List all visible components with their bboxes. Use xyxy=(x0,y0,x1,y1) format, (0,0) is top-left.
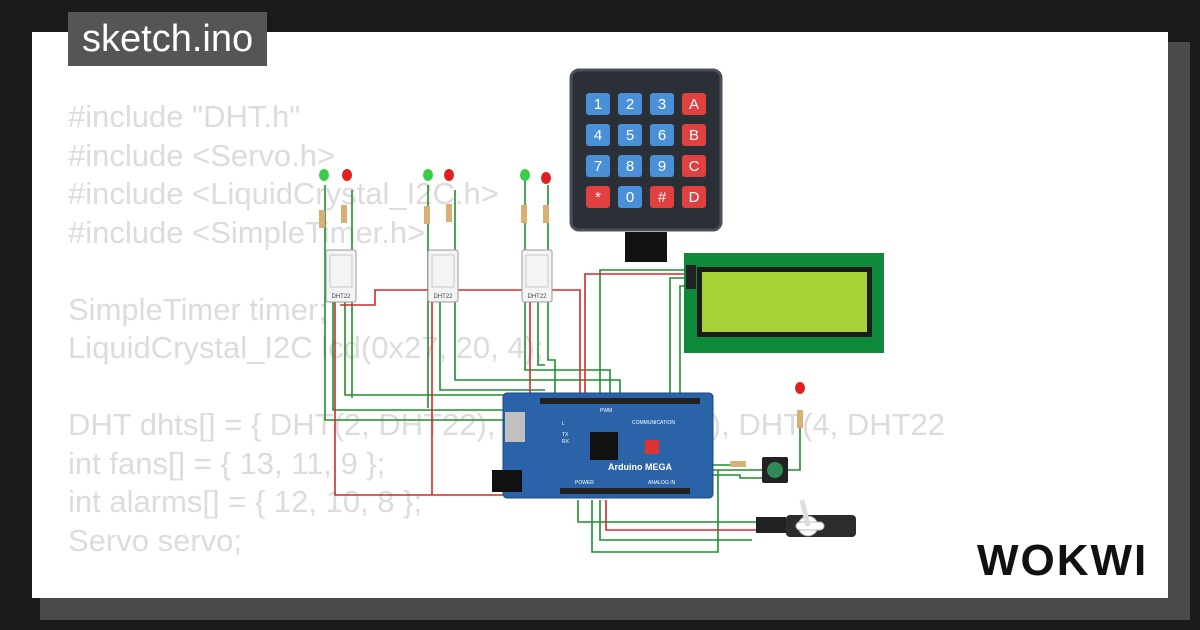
logo-text: WOKWI xyxy=(977,536,1148,583)
keypad-key[interactable]: D xyxy=(682,186,706,208)
keypad-key-label: 1 xyxy=(594,96,602,113)
code-line: int fans[] = { 13, 11, 9 }; xyxy=(68,445,386,481)
reset-button[interactable] xyxy=(645,440,659,454)
keypad-key[interactable]: 0 xyxy=(618,186,642,208)
lcd-display[interactable] xyxy=(684,253,884,353)
led-rx-label: RX xyxy=(562,439,570,445)
file-tab[interactable]: sketch.ino xyxy=(68,12,268,66)
sensor-label: DHT22 xyxy=(527,294,547,300)
keypad-key-label: 8 xyxy=(626,158,634,175)
keypad-key[interactable]: 4 xyxy=(586,124,610,146)
keypad-key-label: * xyxy=(595,189,601,206)
keypad-key[interactable]: 9 xyxy=(650,155,674,177)
code-line: #include <SimpleTimer.h> xyxy=(68,214,426,250)
power-label: POWER xyxy=(575,480,594,486)
keypad-key[interactable]: A xyxy=(682,93,706,115)
keypad-key-label: B xyxy=(689,127,699,144)
keypad-key[interactable]: 6 xyxy=(650,124,674,146)
microcontroller-chip xyxy=(590,432,618,460)
usb-port xyxy=(505,412,525,442)
arduino-mega[interactable]: Arduino MEGA COMMUNICATION ANALOG IN PWM… xyxy=(492,392,714,499)
keypad-key[interactable]: 1 xyxy=(586,93,610,115)
keypad-key[interactable]: 2 xyxy=(618,93,642,115)
keypad-key-label: C xyxy=(689,158,700,175)
keypad-key[interactable]: 8 xyxy=(618,155,642,177)
keypad[interactable]: 1 2 3 A 4 5 6 B 7 8 9 C * 0 # D xyxy=(569,68,723,262)
code-line: SimpleTimer timer; xyxy=(68,291,327,327)
keypad-key[interactable]: 3 xyxy=(650,93,674,115)
code-line: Servo servo; xyxy=(68,522,243,558)
keypad-key[interactable]: C xyxy=(682,155,706,177)
keypad-key-label: # xyxy=(658,189,667,206)
led-l-label: L xyxy=(562,421,565,427)
keypad-key-label: 9 xyxy=(658,158,666,175)
keypad-key[interactable]: 7 xyxy=(586,155,610,177)
sensor-label: DHT22 xyxy=(331,294,351,300)
led-group-1 xyxy=(319,169,352,228)
keypad-key-label: A xyxy=(689,96,699,113)
dht22-sensor-1[interactable]: DHT22 xyxy=(325,249,357,303)
code-line: #include <Servo.h> xyxy=(68,137,336,173)
alarm-led xyxy=(795,382,805,428)
keypad-key[interactable]: # xyxy=(650,186,674,208)
resistor xyxy=(730,461,746,467)
power-jack xyxy=(492,470,522,492)
pwm-label: PWM xyxy=(600,408,612,414)
board-name: Arduino MEGA xyxy=(608,462,672,472)
led-group-3 xyxy=(520,169,551,223)
code-line: int alarms[] = { 12, 10, 8 }; xyxy=(68,484,423,519)
keypad-key-label: 5 xyxy=(626,127,634,144)
keypad-key-label: 4 xyxy=(594,127,602,144)
keypad-key[interactable]: * xyxy=(586,186,610,208)
lcd-screen xyxy=(702,272,867,332)
sensor-label: DHT22 xyxy=(433,294,453,300)
keypad-key-label: D xyxy=(689,189,700,206)
keypad-connector xyxy=(625,232,667,262)
keypad-key-label: 6 xyxy=(658,127,666,144)
servo-motor[interactable] xyxy=(756,499,856,537)
keypad-key-label: 3 xyxy=(658,96,666,113)
led-group-2 xyxy=(423,169,454,224)
push-button[interactable] xyxy=(762,457,788,483)
code-line: #include "DHT.h" xyxy=(68,99,301,134)
keypad-key[interactable]: B xyxy=(682,124,706,146)
keypad-key-label: 7 xyxy=(594,158,602,175)
wokwi-logo: WOKWI xyxy=(977,536,1148,583)
keypad-key-label: 0 xyxy=(626,189,634,206)
keypad-keys[interactable]: 1 2 3 A 4 5 6 B 7 8 9 C * 0 # D xyxy=(586,93,706,208)
led-tx-label: TX xyxy=(562,432,569,438)
keypad-key[interactable]: 5 xyxy=(618,124,642,146)
communication-label: COMMUNICATION xyxy=(632,420,675,426)
analog-in-label: ANALOG IN xyxy=(648,480,676,486)
dht22-sensor-3[interactable]: DHT22 xyxy=(521,249,553,303)
dht22-sensor-2[interactable]: DHT22 xyxy=(427,249,459,303)
keypad-key-label: 2 xyxy=(626,96,634,113)
